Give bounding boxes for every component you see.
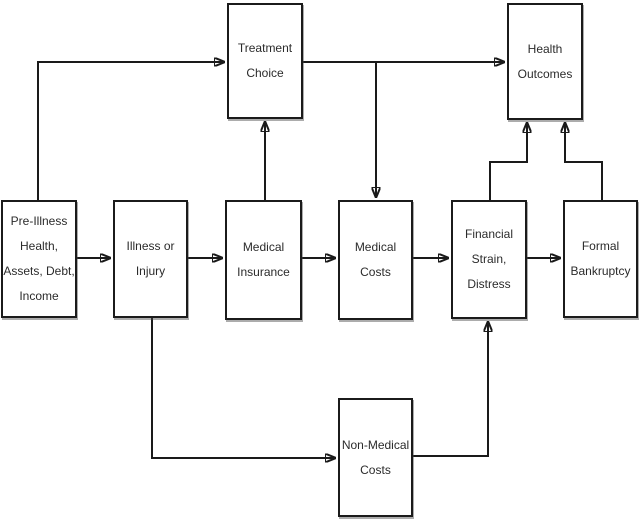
node-treatment-choice: Treatment Choice xyxy=(227,3,303,119)
node-illness-or-injury: Illness or Injury xyxy=(113,200,188,318)
node-medical-costs: Medical Costs xyxy=(338,200,413,320)
node-financial-strain-distress: Financial Strain, Distress xyxy=(451,200,527,319)
node-non-medical-costs: Non-Medical Costs xyxy=(338,398,413,517)
edge-formal-bankruptcy-to-health-outcomes xyxy=(565,123,603,200)
node-medical-insurance: Medical Insurance xyxy=(225,200,302,320)
edge-non-medical-costs-to-financial-strain xyxy=(413,322,488,457)
node-formal-bankruptcy: Formal Bankruptcy xyxy=(563,200,638,318)
edge-financial-strain-to-health-outcomes xyxy=(489,123,527,200)
node-health-outcomes: Health Outcomes xyxy=(507,3,583,120)
node-pre-illness-health-assets-debt-income: Pre-Illness Health, Assets, Debt, Income xyxy=(1,200,77,318)
edge-pre-illness-to-treatment-choice xyxy=(37,62,224,200)
edge-illness-injury-to-non-medical-costs xyxy=(151,318,335,458)
